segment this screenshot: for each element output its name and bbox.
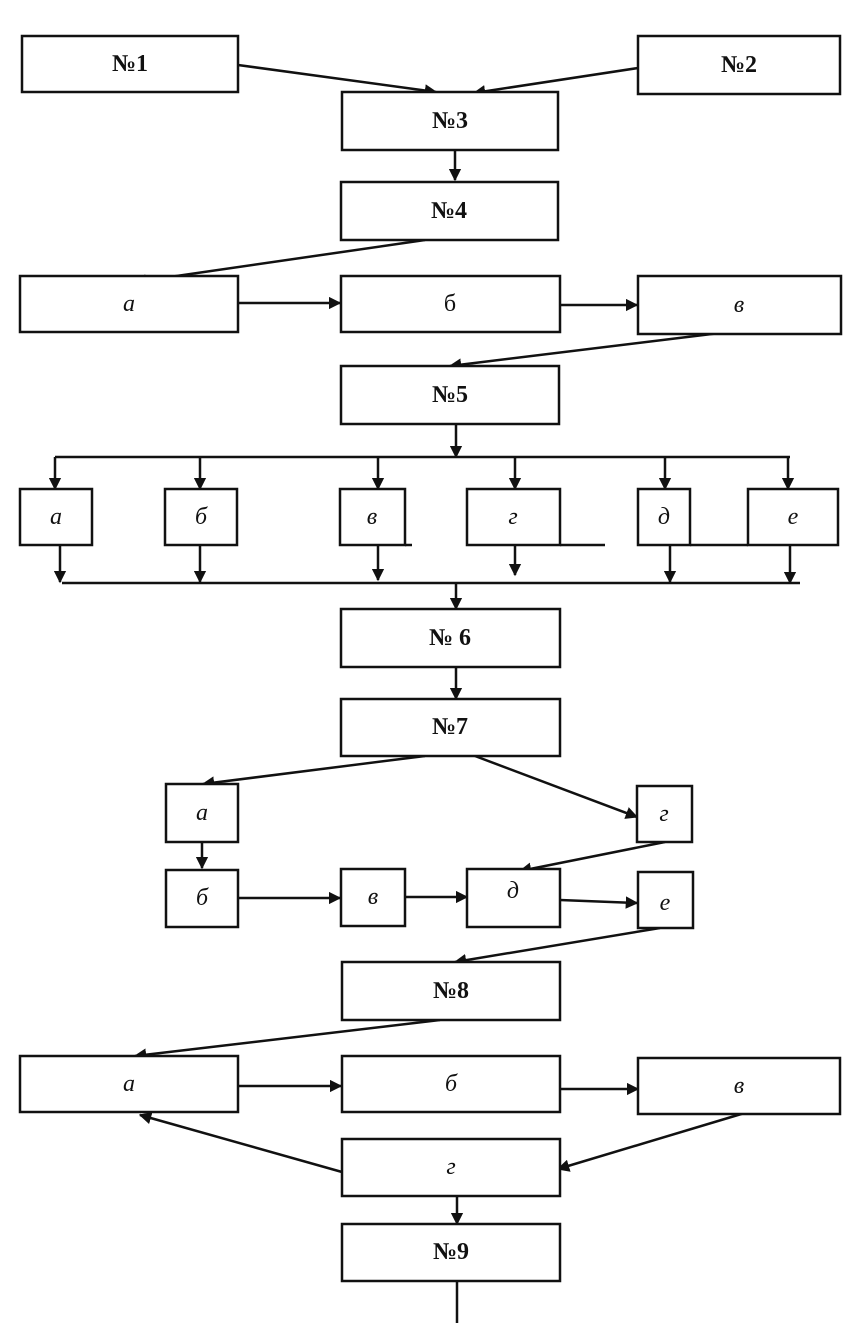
box-stage7-v-label: в (368, 884, 378, 910)
box-stage8-v-label: в (734, 1073, 744, 1099)
box-stage7-g: г (635, 784, 694, 844)
box-n9: №9 (340, 1222, 562, 1283)
box-stage5-v: в (338, 487, 407, 547)
box-stage5-b: б (163, 487, 239, 547)
box-stage7-v: в (339, 867, 407, 928)
box-stage5-d: д (636, 487, 692, 547)
box-stage8-b: б (340, 1054, 562, 1114)
box-n1: №1 (20, 34, 240, 94)
box-stage7-b: б (164, 868, 240, 929)
box-stage7-d: д (465, 867, 562, 929)
box-stage5-a: а (18, 487, 94, 547)
box-n3: №3 (340, 90, 560, 152)
box-stage8-g: г (340, 1137, 562, 1198)
arrow-n7-a (201, 754, 426, 789)
box-stage5-d-label: д (658, 504, 670, 530)
box-stage5-v-label: в (367, 504, 377, 530)
box-n9-label: №9 (433, 1239, 469, 1265)
arrow-d-e7 (559, 896, 639, 909)
box-n1-label: №1 (112, 51, 148, 77)
box-stage5-a-label: а (50, 504, 62, 530)
arrow-v-g8 (556, 1110, 749, 1172)
box-stage4-b-label: б (444, 291, 456, 317)
box-n4-label: №4 (431, 198, 467, 224)
connectors (48, 63, 800, 1323)
box-stage7-e-label: е (660, 890, 671, 916)
arrow-e-n8 (453, 926, 661, 967)
box-stage4-a: а (18, 274, 240, 334)
arrow-g-a8 (138, 1112, 343, 1174)
box-stage8-a: а (18, 1054, 240, 1114)
arrow-n2-n3 (472, 66, 639, 98)
box-stage8-b-label: б (445, 1071, 458, 1097)
box-stage5-g: г (465, 487, 562, 547)
box-stage5-e: е (746, 487, 840, 547)
box-stage8-g-label: г (446, 1154, 455, 1180)
arrow-n1-n3 (237, 63, 438, 97)
arrow-v-n5 (448, 331, 721, 371)
box-stage8-v: в (636, 1056, 842, 1116)
box-n5: №5 (339, 364, 561, 426)
box-stage7-b-label: б (196, 885, 209, 911)
box-stage5-e-label: е (788, 504, 799, 530)
arrow-g-d7 (518, 840, 666, 875)
box-n6-label: № 6 (429, 625, 471, 651)
box-stage8-a-label: а (123, 1071, 135, 1097)
arrow-n7-g (474, 754, 639, 819)
box-stage4-v: в (636, 274, 843, 336)
box-stage7-e: е (636, 870, 695, 930)
box-n2: №2 (636, 34, 842, 96)
arrow-n8-a (133, 1018, 441, 1061)
box-n7: №7 (339, 697, 562, 758)
box-stage4-v-label: в (734, 292, 744, 318)
box-n4: №4 (339, 180, 560, 242)
box-stage7-g-label: г (659, 801, 668, 827)
box-n8: №8 (340, 960, 562, 1022)
box-n7-label: №7 (432, 714, 468, 740)
box-stage7-d-label: д (507, 878, 519, 904)
box-stage4-b: б (339, 274, 562, 334)
box-stage7-a-label: а (196, 800, 208, 826)
box-n3-label: №3 (432, 108, 468, 134)
box-stage5-b-label: б (195, 504, 208, 530)
box-n5-label: №5 (432, 382, 468, 408)
box-n8-label: №8 (433, 978, 469, 1004)
box-n2-label: №2 (721, 52, 757, 78)
box-stage7-a: а (164, 782, 240, 844)
box-stage4-a-label: а (123, 291, 135, 317)
box-n6: № 6 (339, 607, 562, 669)
box-stage5-g-label: г (508, 504, 517, 530)
